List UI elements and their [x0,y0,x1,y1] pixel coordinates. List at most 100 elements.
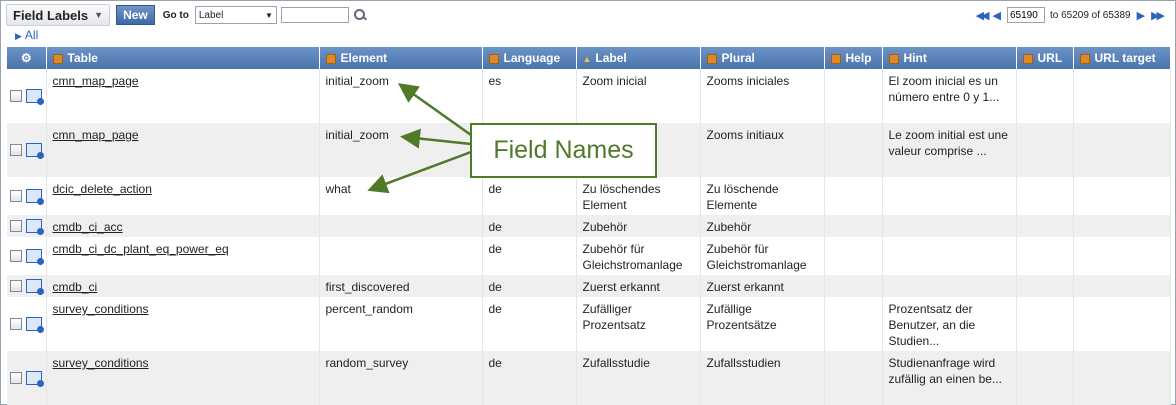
language-value: de [488,242,502,256]
column-header-label[interactable]: ▲Label [576,47,701,69]
list-title-menu[interactable]: Field Labels ▼ [6,4,111,26]
row-checkbox[interactable] [10,280,22,292]
table-link[interactable]: cmdb_ci [52,280,98,294]
breadcrumb-all-link[interactable]: All [24,28,39,42]
cell-url-target [1073,237,1171,275]
label-value: Zubehör [582,220,628,234]
cell-url-target [1073,69,1171,123]
record-preview-icon[interactable] [26,279,44,295]
column-header-element[interactable]: Element [319,47,483,69]
column-menu-icon[interactable] [488,53,499,64]
cell-hint: Le zoom initial est une valeur comprise … [882,123,1017,177]
cell-plural: Zooms iniciales [700,69,825,123]
cell-hint [882,215,1017,237]
row-checkbox[interactable] [10,372,22,384]
cell-url [1016,237,1074,275]
cell-url [1016,275,1074,297]
record-preview-icon[interactable] [26,89,44,105]
pagination: ◀◀ ◀ to 65209 of 65389 ▶ ▶▶ [976,7,1168,23]
record-preview-icon[interactable] [26,219,44,235]
plural-value: Zooms iniciales [706,74,790,88]
column-menu-icon[interactable] [830,53,841,64]
goto-search-input[interactable] [280,7,349,23]
cell-url [1016,69,1074,123]
search-icon[interactable] [353,8,367,22]
gear-icon[interactable]: ⚙ [7,47,47,69]
element-value: what [325,182,351,196]
element-value: random_survey [325,356,409,370]
element-value: initial_zoom [325,74,389,88]
row-checkbox[interactable] [10,250,22,262]
cell-language: de [482,237,577,275]
cell-element [319,215,483,237]
cell-language: de [482,275,577,297]
cell-element: first_discovered [319,275,483,297]
label-value: Zoom inicial [582,74,647,88]
column-menu-icon[interactable] [52,53,63,64]
plural-value: Zooms initiaux [706,128,784,142]
row-checkbox[interactable] [10,144,22,156]
table-link[interactable]: cmn_map_page [52,74,139,88]
table-link[interactable]: survey_conditions [52,302,149,316]
row-checkbox[interactable] [10,318,22,330]
table-link[interactable]: survey_conditions [52,356,149,370]
cell-plural: Zuerst erkannt [700,275,825,297]
column-header-url-target[interactable]: URL target [1073,47,1171,69]
previous-page-icon[interactable]: ◀ [992,9,1001,22]
element-value: initial_zoom [325,128,389,142]
breadcrumb-arrow-icon: ▶ [15,31,22,41]
record-preview-icon[interactable] [26,189,44,205]
first-page-icon[interactable]: ◀◀ [975,9,990,22]
row-checkbox[interactable] [10,90,22,102]
column-header-plural[interactable]: Plural [700,47,825,69]
label-value: Zuerst erkannt [582,280,660,294]
table-link[interactable]: cmn_map_page [52,128,139,142]
column-menu-icon[interactable] [1022,53,1033,64]
table-link[interactable]: cmdb_ci_acc [52,220,123,234]
cell-hint: El zoom inicial es un número entre 0 y 1… [882,69,1017,123]
goto-field-select[interactable]: Label ▼ [194,6,277,24]
element-value: percent_random [325,302,413,316]
table-link[interactable]: cmdb_ci_dc_plant_eq_power_eq [52,242,229,256]
column-menu-icon[interactable] [706,53,717,64]
cell-language: de [482,177,577,215]
column-menu-icon[interactable] [888,53,899,64]
plural-value: Zu löschende Elemente [706,182,779,212]
last-page-icon[interactable]: ▶▶ [1151,9,1165,22]
column-menu-icon[interactable] [325,53,336,64]
column-header-help[interactable]: Help [824,47,883,69]
hint-value: Studienanfrage wird zufällig an einen be… [888,356,1002,386]
row-checkbox[interactable] [10,220,22,232]
cell-url [1016,177,1074,215]
column-menu-icon[interactable] [1079,53,1090,64]
column-header-language[interactable]: Language [482,47,577,69]
cell-table: survey_conditions [46,351,320,405]
cell-help [824,215,883,237]
column-header-url[interactable]: URL [1016,47,1074,69]
goto-label: Go to [162,9,189,21]
cell-label: Zuerst erkannt [576,275,701,297]
next-page-icon[interactable]: ▶ [1136,9,1146,22]
record-preview-icon[interactable] [26,317,44,333]
page-range-text: to 65209 of 65389 [1049,9,1131,21]
new-button[interactable]: New [116,5,155,25]
cell-label: Zoom inicial [576,69,701,123]
cell-element: initial_zoom [319,69,483,123]
cell-url-target [1073,215,1171,237]
record-preview-icon[interactable] [26,371,44,387]
column-header-table[interactable]: Table [46,47,320,69]
page-start-input[interactable] [1006,7,1045,23]
plural-value: Zufallsstudien [706,356,781,370]
cell-url-target [1073,177,1171,215]
cell-plural: Zooms initiaux [700,123,825,177]
table-link[interactable]: dcic_delete_action [52,182,152,196]
record-preview-icon[interactable] [26,143,44,159]
hint-value: El zoom inicial es un número entre 0 y 1… [888,74,1000,104]
column-header-hint[interactable]: Hint [882,47,1017,69]
row-checkbox[interactable] [10,190,22,202]
record-preview-icon[interactable] [26,249,44,265]
cell-element: random_survey [319,351,483,405]
